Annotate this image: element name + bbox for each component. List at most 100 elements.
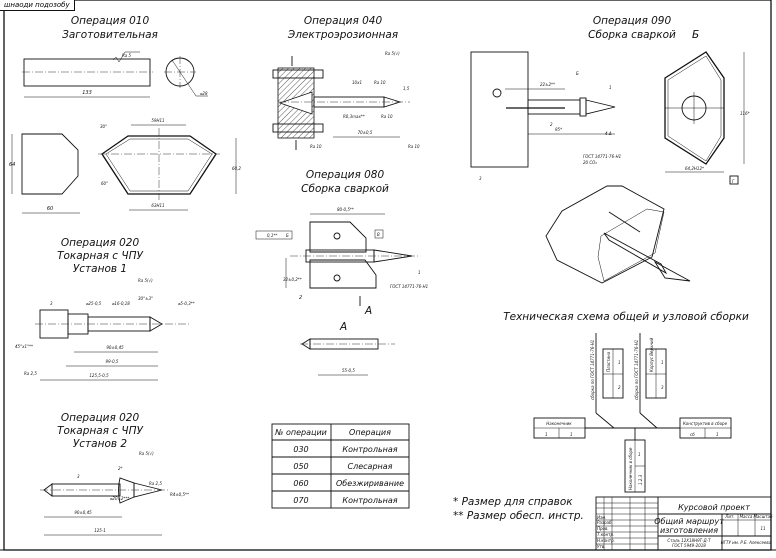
svg-text:1: 1 — [661, 360, 664, 365]
svg-text:1: 1 — [618, 360, 621, 365]
svg-text:Утв.: Утв. — [597, 544, 605, 549]
operation-090: Операция 090 Сборка сваркой Б 22±2** 95*… — [470, 15, 750, 185]
svg-text:55-0,5: 55-0,5 — [342, 368, 355, 373]
svg-text:Установ 2: Установ 2 — [73, 438, 128, 450]
operation-020-setup-1: Операция 020 Токарная с ЧПУ Установ 1 Ra… — [15, 237, 195, 381]
svg-text:90±0,45: 90±0,45 — [106, 345, 124, 350]
svg-text:Конструктив в сборе: Конструктив в сборе — [683, 421, 728, 426]
svg-text:Ra 5(√): Ra 5(√) — [138, 278, 153, 283]
svg-text:80-0,5**: 80-0,5** — [337, 207, 354, 212]
svg-text:Ra 10: Ra 10 — [408, 144, 420, 149]
table-cell: 060 — [293, 479, 308, 488]
svg-text:А: А — [339, 321, 347, 333]
svg-text:Н.контр.: Н.контр. — [597, 538, 615, 543]
svg-text:В: В — [377, 232, 380, 237]
material-2: ГОСТ 5949-2018 — [672, 543, 706, 548]
svg-text:125,5-0,5: 125,5-0,5 — [89, 373, 109, 378]
svg-text:1: 1 — [638, 452, 641, 457]
svg-text:Корпус Верхний: Корпус Верхний — [649, 337, 654, 372]
svg-text:Техническая схема общей и узло: Техническая схема общей и узловой сборки — [503, 311, 749, 323]
svg-text:Разраб.: Разраб. — [597, 520, 613, 525]
svg-text:Г: Г — [732, 179, 735, 184]
svg-text:2*: 2* — [118, 466, 123, 471]
svg-text:1,5: 1,5 — [403, 86, 410, 91]
svg-text:1.2.3: 1.2.3 — [638, 474, 643, 485]
svg-text:0,1**: 0,1** — [267, 233, 277, 238]
svg-text:R4±0,5**: R4±0,5** — [170, 492, 189, 497]
svg-text:60: 60 — [47, 206, 53, 212]
svg-text:95*: 95* — [555, 127, 562, 132]
svg-text:59H11: 59H11 — [151, 118, 164, 123]
corner-label: шнаоди подозобу — [0, 0, 75, 11]
svg-text:Сборка сваркой: Сборка сваркой — [301, 183, 389, 195]
svg-text:Пров.: Пров. — [597, 526, 609, 531]
svg-text:Операция 020: Операция 020 — [61, 412, 140, 424]
table-cell: Контрольная — [342, 496, 397, 505]
svg-text:Токарная с ЧПУ: Токарная с ЧПУ — [57, 425, 143, 437]
svg-text:20 СО₂: 20 СО₂ — [583, 160, 597, 165]
svg-text:ГОСТ 14771-76-Н1: ГОСТ 14771-76-Н1 — [390, 284, 428, 289]
svg-text:4 Δ: 4 Δ — [605, 131, 612, 136]
svg-text:⌀25-0,5: ⌀25-0,5 — [86, 301, 102, 306]
svg-text:99-0,5: 99-0,5 — [106, 359, 119, 364]
svg-text:⌀5-0,3**: ⌀5-0,3** — [178, 301, 195, 306]
svg-text:30°±3°: 30°±3° — [138, 296, 153, 301]
svg-text:сборка по ГОСТ 14771-76-Н1: сборка по ГОСТ 14771-76-Н1 — [590, 340, 595, 400]
svg-text:2: 2 — [550, 122, 553, 127]
table-cell: 070 — [293, 496, 308, 505]
svg-text:3: 3 — [479, 176, 482, 181]
svg-text:ГОСТ 14771-76-Н1: ГОСТ 14771-76-Н1 — [583, 154, 621, 159]
svg-text:22±2**: 22±2** — [540, 82, 555, 87]
svg-text:Пластина: Пластина — [606, 351, 611, 372]
sheet-number: 11 — [760, 526, 765, 531]
svg-text:90±0,45: 90±0,45 — [74, 510, 92, 515]
svg-text:⌀28: ⌀28 — [200, 91, 208, 96]
svg-text:сборка по ГОСТ 14771-76-Н1: сборка по ГОСТ 14771-76-Н1 — [634, 340, 639, 400]
assembly-scheme: Техническая схема общей и узловой сборки… — [503, 311, 749, 493]
project-label: Курсовой проект — [678, 503, 750, 512]
svg-text:Ra 5(√): Ra 5(√) — [139, 451, 154, 456]
operation-040: Операция 040 Электроэрозионная Ra 5(√) 1… — [272, 15, 420, 150]
isometric-view — [545, 185, 691, 284]
operation-010: Операция 010 Заготовительная Ra 5 133 ⌀2… — [9, 15, 241, 214]
svg-text:Б: Б — [576, 71, 579, 76]
svg-text:64,2H12*: 64,2H12* — [685, 166, 704, 171]
svg-text:Наконечник: Наконечник — [546, 421, 572, 426]
svg-text:Операция 020: Операция 020 — [61, 237, 140, 249]
svg-text:R0,3max**: R0,3max** — [343, 114, 365, 119]
hex-profile — [664, 51, 725, 165]
note-reference: * Размер для справок — [453, 496, 573, 508]
svg-text:60°: 60° — [101, 181, 108, 186]
svg-text:1: 1 — [418, 270, 421, 275]
table-cell: 050 — [293, 462, 308, 471]
table-cell: 030 — [293, 445, 308, 454]
svg-text:10x1: 10x1 — [352, 80, 362, 85]
svg-text:2: 2 — [299, 295, 302, 301]
svg-text:Б: Б — [286, 233, 289, 238]
base-plate — [470, 51, 529, 168]
bar-blank — [23, 58, 151, 87]
svg-text:1: 1 — [609, 85, 612, 90]
svg-text:⌀20±2***: ⌀20±2*** — [110, 496, 129, 501]
svg-text:Электроэрозионная: Электроэрозионная — [287, 29, 398, 41]
svg-text:Операция 040: Операция 040 — [304, 15, 383, 27]
svg-text:70±0,5: 70±0,5 — [358, 130, 373, 135]
svg-text:Т.контр.: Т.контр. — [597, 532, 614, 537]
svg-text:45°x1°**: 45°x1°** — [15, 344, 33, 349]
svg-text:Сборка сваркой: Сборка сваркой — [588, 29, 676, 41]
table-header-operation: Операция — [349, 428, 391, 437]
svg-text:63H11: 63H11 — [151, 203, 164, 208]
svg-text:сб: сб — [690, 432, 695, 437]
svg-text:⌀16-0,18: ⌀16-0,18 — [112, 301, 130, 306]
svg-text:1: 1 — [570, 432, 573, 437]
svg-text:Ra 5: Ra 5 — [122, 53, 132, 58]
svg-text:1: 1 — [545, 432, 548, 437]
svg-text:Ra 10: Ra 10 — [374, 80, 386, 85]
operations-table: № операции Операция 030 Контрольная 050 … — [271, 423, 410, 509]
svg-text:Ra 2,5: Ra 2,5 — [24, 371, 37, 376]
svg-text:Ra 10: Ra 10 — [381, 114, 393, 119]
doc-title-2: изготовления — [660, 526, 718, 535]
svg-text:Изм.: Изм. — [597, 515, 606, 520]
organization: НГТУ им. Р.Е. Алексеева — [721, 540, 772, 545]
